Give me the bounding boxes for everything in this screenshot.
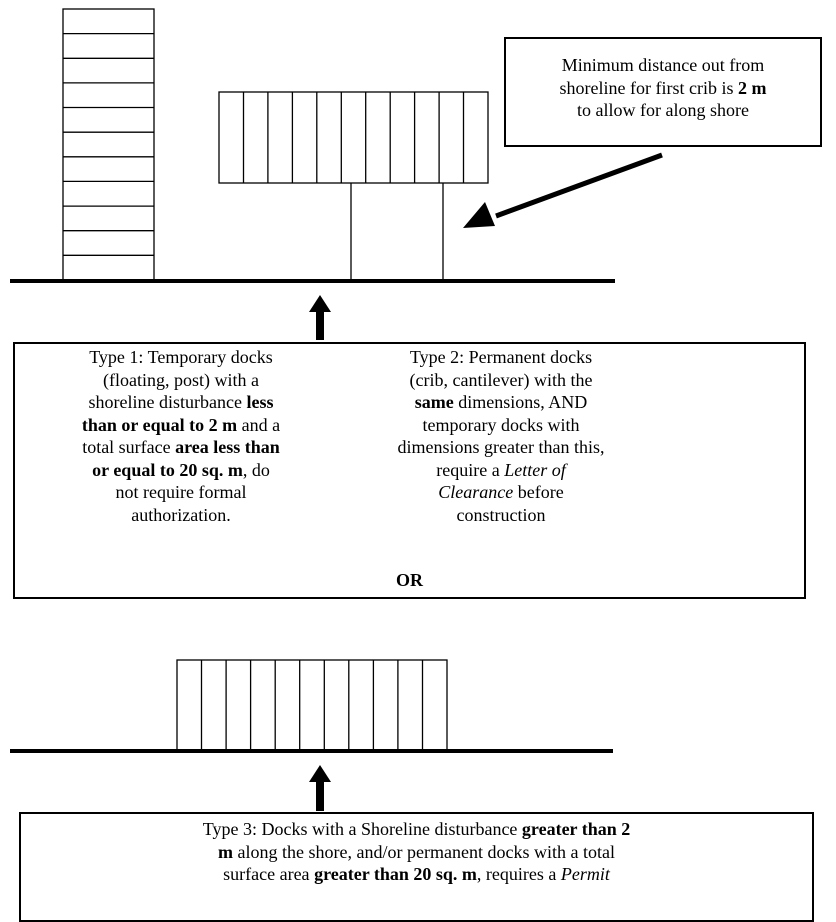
type3-line-2: m along the shore, and/or permanent dock… — [218, 841, 615, 862]
up-arrow-icon — [309, 295, 331, 340]
callout-line-1: Minimum distance out from — [561, 55, 765, 75]
crib-dock-horizontal — [176, 659, 448, 751]
callout-line-3: to allow for along shore — [577, 100, 749, 120]
callout-line-2: shoreline for first crib is 2 m — [559, 77, 767, 98]
type3-box: Type 3: Docks with a Shoreline disturban… — [19, 812, 814, 922]
types-box: Type 1: Temporary docks (floating, post)… — [13, 342, 806, 599]
up-arrow-icon — [309, 765, 331, 811]
type2-text: Type 2: Permanent docks (crib, cantileve… — [397, 347, 605, 525]
crib-dock-vertical — [62, 8, 155, 281]
t-dock — [218, 91, 489, 280]
callout-arrow-shaft — [495, 152, 663, 219]
callout-arrowhead — [463, 202, 495, 228]
type3-line-1: Type 3: Docks with a Shoreline disturban… — [202, 819, 631, 839]
or-label: OR — [396, 570, 423, 590]
type3-line-3: surface area greater than 20 sq. m, requ… — [223, 864, 610, 884]
type1-text: Type 1: Temporary docks (floating, post)… — [81, 347, 281, 525]
callout-box: Minimum distance out from shoreline for … — [504, 37, 822, 147]
